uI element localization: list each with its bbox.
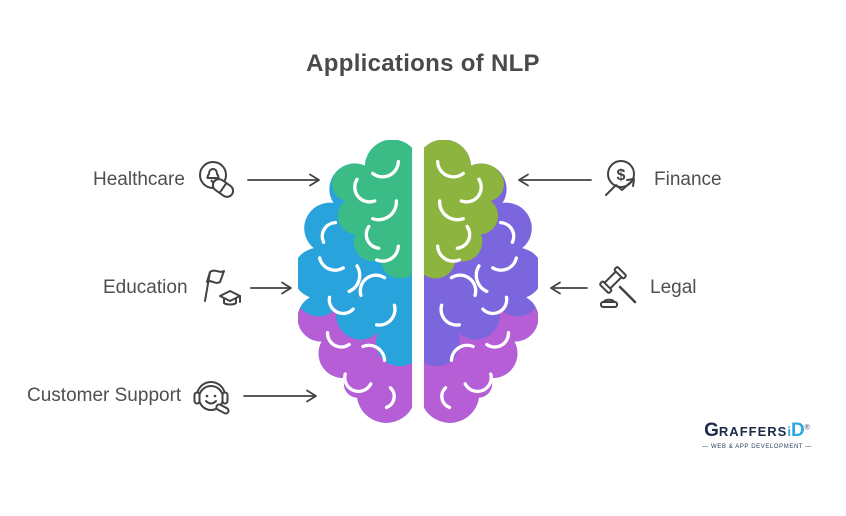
education-item: Education — [103, 264, 293, 312]
logo-initial: G — [704, 420, 719, 441]
customer-support-label: Customer Support — [27, 385, 182, 406]
healthcare-label: Healthcare — [93, 169, 185, 190]
dollar-symbol: $ — [617, 167, 626, 184]
healthcare-item: Healthcare — [93, 156, 321, 204]
brain-left-gyri-lines — [317, 159, 401, 410]
graffersid-logo: GRAFFERSiD® — WEB & APP DEVELOPMENT — — [692, 421, 822, 450]
logo-rest: RAFFERS — [718, 424, 788, 439]
logo-accent-d: D — [790, 420, 805, 441]
finance-arrow-left — [518, 173, 592, 187]
brain-svg — [295, 139, 541, 423]
gavel-icon — [599, 266, 637, 308]
customer-support-item: Customer Support — [27, 372, 318, 420]
registered-mark: ® — [804, 424, 810, 432]
flag-graduation-cap-icon — [203, 269, 241, 306]
logo-tagline: — WEB & APP DEVELOPMENT — — [702, 444, 812, 450]
education-label: Education — [103, 277, 188, 298]
finance-label: Finance — [654, 169, 722, 190]
brain-illustration — [295, 139, 541, 435]
brain-right-gyri-lines — [435, 159, 519, 410]
customer-support-arrow-right — [243, 389, 318, 403]
legal-label: Legal — [650, 277, 697, 298]
legal-arrow-left — [550, 281, 588, 295]
legal-item: Legal — [546, 264, 697, 312]
healthcare-arrow-right — [246, 173, 320, 187]
logo-wordmark: GRAFFERSiD® — [692, 421, 822, 440]
finance-item: $ Finance — [514, 156, 722, 204]
education-arrow-right — [249, 281, 292, 295]
support-headset-icon — [193, 381, 230, 415]
logo-accent-i: i — [787, 424, 791, 439]
dollar-growth-icon: $ — [605, 160, 635, 196]
page-title: Applications of NLP — [306, 50, 540, 77]
stethoscope-pill-icon — [198, 161, 234, 198]
